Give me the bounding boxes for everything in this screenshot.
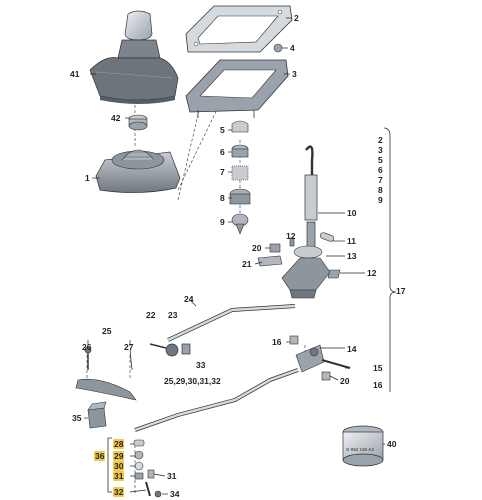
callout-15: 15 [373, 363, 383, 373]
callout-36: 36 [94, 451, 106, 461]
callout-29: 29 [113, 451, 125, 461]
bracket-part-14 [289, 335, 351, 381]
callout-42: 42 [111, 113, 121, 123]
shift-lever-part-10 [304, 145, 318, 253]
grease-pot-part-40 [342, 425, 384, 467]
callout-25: 25 [102, 326, 112, 336]
callout-31b: 31 [167, 471, 177, 481]
callout-20a: 20 [252, 243, 262, 253]
callout-16b: 16 [373, 380, 383, 390]
callout-27: 27 [124, 342, 134, 352]
clip-part-42 [128, 114, 148, 131]
callout-33-group: 25,29,30,31,32 [164, 376, 221, 386]
group-item: 5 [378, 155, 383, 165]
guide-parts-25-27 [75, 346, 137, 401]
bracket-parts [257, 237, 341, 279]
callout-12a: 12 [286, 231, 296, 241]
pivot-housing-part-13 [281, 245, 331, 299]
callout-21: 21 [242, 259, 252, 269]
group-item: 9 [378, 195, 383, 205]
callout-41: 41 [70, 69, 80, 79]
group-bracket-17 [383, 127, 397, 392]
group-item: 7 [378, 175, 383, 185]
callout-16a: 16 [272, 337, 282, 347]
bracket-part-35 [87, 401, 107, 429]
callout-22: 22 [146, 310, 156, 320]
fasteners-28-34 [133, 439, 162, 498]
callout-7: 7 [220, 167, 225, 177]
callout-9: 9 [220, 217, 225, 227]
callout-28: 28 [113, 439, 125, 449]
callout-12b: 12 [367, 268, 377, 278]
callout-13: 13 [347, 251, 357, 261]
callout-17: 17 [396, 286, 406, 296]
callout-23: 23 [168, 310, 178, 320]
callout-8: 8 [220, 193, 225, 203]
gear-knob-boot [89, 10, 179, 104]
small-parts-stack [229, 43, 283, 235]
group-item: 3 [378, 145, 383, 155]
lever-housing-part-1 [95, 149, 181, 193]
group-bracket-36 [107, 437, 112, 493]
insulation-frame-part-3 [185, 59, 289, 118]
cable-part-33 [134, 368, 299, 432]
callout-33: 33 [196, 360, 206, 370]
callout-1: 1 [85, 173, 90, 183]
callout-5: 5 [220, 125, 225, 135]
pin-part-11 [319, 232, 335, 242]
callout-30: 30 [113, 461, 125, 471]
callout-40: 40 [387, 439, 397, 449]
callout-34: 34 [170, 489, 180, 499]
callout-20b: 20 [340, 376, 350, 386]
gasket-frame-part-2 [185, 5, 293, 53]
callout-6: 6 [220, 147, 225, 157]
callout-24: 24 [184, 294, 194, 304]
group-item: 8 [378, 185, 383, 195]
group-item: 6 [378, 165, 383, 175]
callout-14: 14 [347, 344, 357, 354]
callout-4: 4 [290, 43, 295, 53]
cable-part-24 [149, 304, 296, 357]
callout-2: 2 [294, 13, 299, 23]
callout-11: 11 [347, 236, 356, 246]
callout-26: 26 [82, 342, 92, 352]
group-list-right: 2 3 5 6 7 8 9 [378, 135, 388, 205]
callout-35: 35 [72, 413, 82, 423]
leader-lines [84, 17, 385, 495]
assembly-guide-lines [86, 61, 313, 495]
callout-10: 10 [347, 208, 357, 218]
callout-3: 3 [292, 69, 297, 79]
callout-32: 32 [113, 487, 125, 497]
pot-label-stamp: G 052 145 A3 [346, 447, 374, 452]
callout-31a: 31 [113, 471, 125, 481]
group-item: 2 [378, 135, 383, 145]
